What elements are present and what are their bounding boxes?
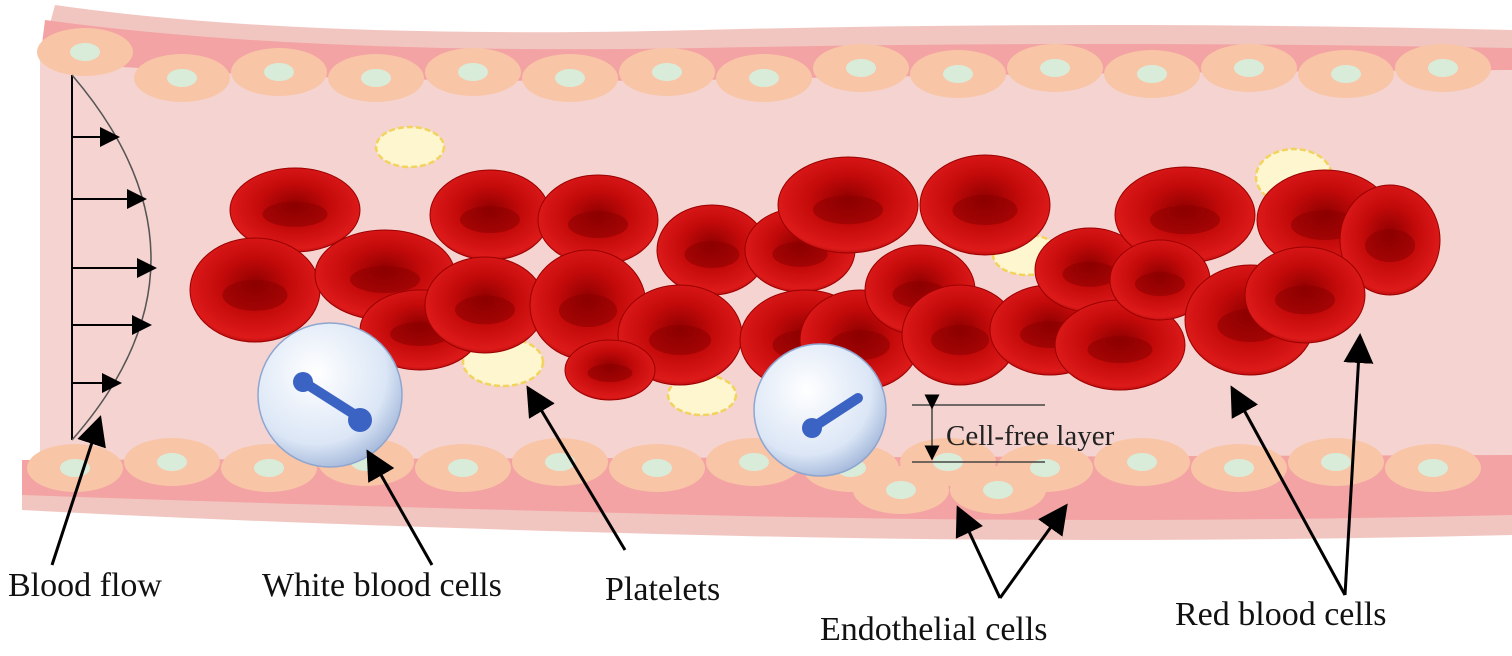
endothelial-cell: [1191, 444, 1287, 492]
red-blood-cell: [189, 237, 321, 343]
platelets-label: Platelets: [605, 571, 720, 608]
red-blood-cell: [656, 204, 768, 296]
nucleus: [1234, 59, 1264, 77]
endothelial-cell: [950, 466, 1046, 514]
endothelial-cell: [134, 54, 230, 102]
endothelial-cell: [328, 54, 424, 102]
nucleus: [264, 63, 294, 81]
red-blood-cell: [1114, 166, 1256, 264]
nucleus: [642, 459, 672, 477]
nucleus: [1127, 453, 1157, 471]
nucleus: [1428, 59, 1458, 77]
nucleus: [545, 453, 575, 471]
red-blood-cell: [1244, 246, 1366, 344]
endothelial-cell: [1104, 50, 1200, 98]
nucleus: [943, 65, 973, 83]
nucleus: [749, 69, 779, 87]
cell-free-layer-marker: [912, 394, 1045, 463]
nucleus: [1137, 65, 1167, 83]
nucleus: [983, 481, 1013, 499]
endothelial-cell: [1094, 438, 1190, 486]
nucleus: [652, 63, 682, 81]
nucleus: [1331, 65, 1361, 83]
red-blood-cell: [1109, 239, 1211, 321]
endothelial-cell: [1288, 438, 1384, 486]
red-blood-cell: [229, 167, 361, 253]
white-blood-cells: [257, 322, 887, 477]
endothelial-cell: [27, 444, 123, 492]
red-blood-cells: [189, 154, 1441, 401]
endothelial-cell: [415, 444, 511, 492]
pointer-arrows: [50, 333, 1374, 599]
endothelial-cell: [813, 44, 909, 92]
red-blood-cell: [919, 154, 1051, 256]
endothelial-cell: [1007, 44, 1103, 92]
nucleus: [300, 378, 365, 423]
nucleus: [1224, 459, 1254, 477]
nucleus: [555, 69, 585, 87]
endothelial-cell: [619, 48, 715, 96]
nucleus: [739, 453, 769, 471]
endothelial-cell: [1201, 44, 1297, 92]
endothelial-cells-label: Endothelial cells: [820, 611, 1048, 648]
nucleus: [1040, 59, 1070, 77]
nucleus: [886, 481, 916, 499]
white-blood-cells-label: White blood cells: [262, 567, 502, 604]
endothelial-cell: [425, 48, 521, 96]
nucleus: [846, 59, 876, 77]
endothelial-cell: [1395, 44, 1491, 92]
endothelial-cell: [910, 50, 1006, 98]
white-blood-cell: [257, 322, 403, 468]
platelet: [374, 125, 446, 169]
endothelial-cell: [609, 444, 705, 492]
red-blood-cell: [429, 169, 551, 261]
nucleus: [70, 43, 100, 61]
white-blood-cell: [753, 343, 887, 477]
nucleus: [1030, 459, 1060, 477]
endothelial-cell: [512, 438, 608, 486]
endothelial-cell: [124, 438, 220, 486]
vessel-wall-bottom-outer: [22, 495, 1512, 540]
red-blood-cell: [564, 339, 656, 401]
nucleus: [458, 63, 488, 81]
endothelial-cell: [231, 48, 327, 96]
nucleus: [1321, 453, 1351, 471]
red-blood-cell: [1054, 299, 1186, 391]
endothelial-cell: [37, 28, 133, 76]
red-blood-cells-label: Red blood cells: [1175, 596, 1387, 633]
nucleus: [254, 459, 284, 477]
endothelial-cell: [853, 466, 949, 514]
endothelial-cell: [1385, 444, 1481, 492]
nucleus: [1418, 459, 1448, 477]
red-blood-cell: [777, 156, 919, 254]
red-blood-cell: [424, 256, 546, 354]
red-blood-cell: [901, 284, 1019, 386]
endothelial-cell: [716, 54, 812, 102]
red-blood-cell: [537, 174, 659, 266]
red-blood-cell: [1339, 184, 1441, 296]
nucleus: [167, 69, 197, 87]
flow-profile: [71, 74, 157, 441]
endothelial-cells: [27, 28, 1491, 514]
cell-free-layer-label: Cell-free layer: [946, 420, 1115, 452]
endothelial-cell: [522, 54, 618, 102]
nucleus: [157, 453, 187, 471]
blood-flow-label: Blood flow: [8, 567, 162, 604]
nucleus: [361, 69, 391, 87]
endothelial-cell: [1298, 50, 1394, 98]
nucleus: [448, 459, 478, 477]
